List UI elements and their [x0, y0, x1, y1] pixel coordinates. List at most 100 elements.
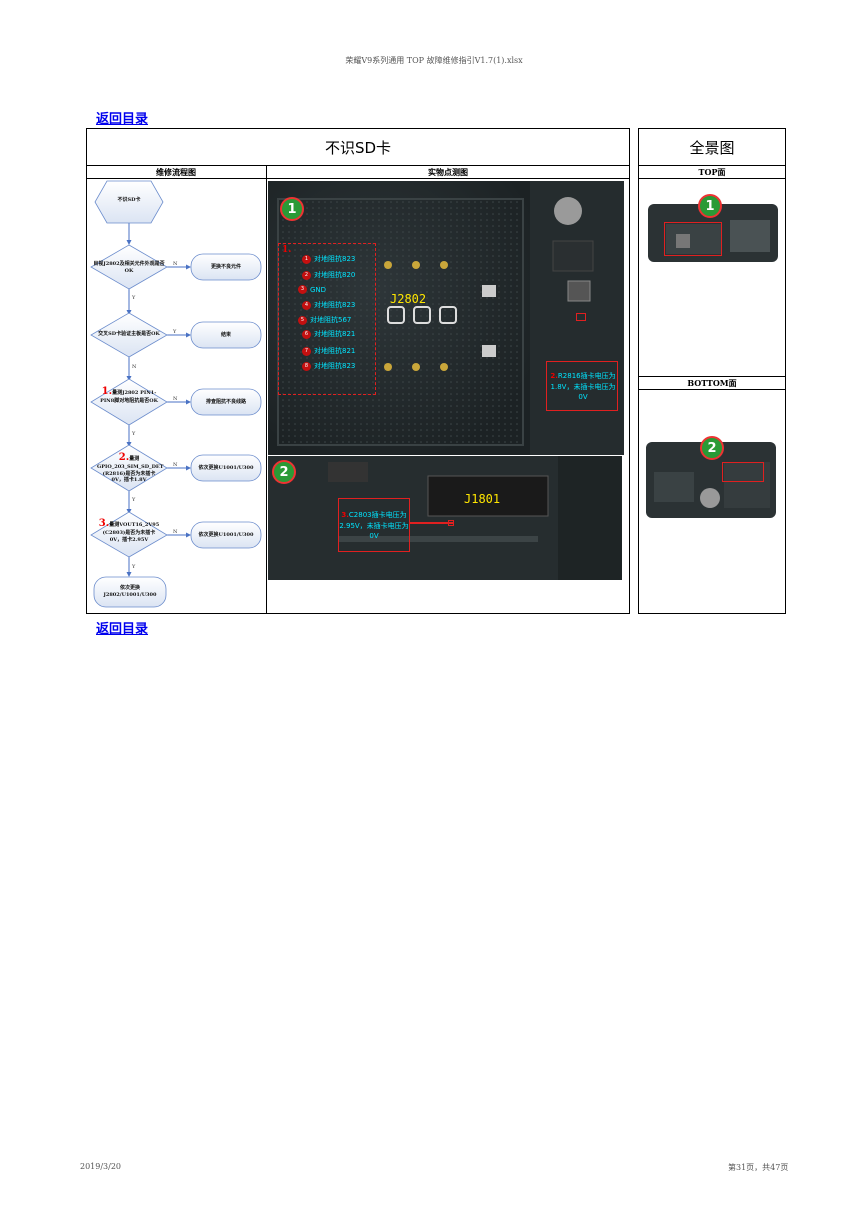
board-texture: [328, 456, 622, 580]
flow-result-check-lines: 排查阻抗不良线路: [205, 399, 246, 405]
pin-value: 对地阻抗820: [314, 271, 356, 279]
flow-step-measure-impedance: 1.量测J2802 PIN1-PIN8脚对地阻抗是否OK: [97, 385, 161, 405]
yes-label: Y: [173, 329, 177, 335]
pin-number: 5: [298, 315, 307, 325]
footer-page-number: 第31页，共47页: [728, 1163, 789, 1172]
divider: [638, 389, 786, 390]
flow-step-cross-check: 交叉SD卡验证主板是否OK: [98, 331, 160, 337]
r2816-note: 2.R2816插卡电压为1.8V，未插卡电压为0V: [548, 371, 618, 403]
step-number: 3.: [98, 518, 110, 529]
divider: [638, 376, 786, 377]
connector-label-j2802: J2802: [390, 292, 427, 306]
pin-highlight-box: [278, 243, 376, 395]
note-number: 3.: [341, 511, 349, 519]
step-text: 量测GPIO_203_SIM_SD_DET (R2816)是否为未插卡0V，插卡…: [97, 456, 164, 483]
top-highlight-box: [664, 222, 722, 256]
c2803-note: 3.C2803插卡电压为2.95V，未插卡电压为0V: [338, 510, 410, 542]
flow-result-replace-part: 更换不良元件: [210, 264, 241, 270]
step-text: 量测J2802 PIN1-PIN8脚对地阻抗是否OK: [100, 390, 158, 404]
flow-column-header: 维修流程图: [156, 167, 196, 177]
no-label: N: [173, 529, 178, 535]
pin-number: 4: [302, 300, 311, 310]
r2816-marker: [576, 313, 586, 321]
c2803-note-box: [338, 498, 410, 552]
bottom-side-board-image: 2: [644, 432, 780, 522]
no-label: N: [132, 364, 137, 370]
yes-label: Y: [132, 295, 136, 301]
divider: [86, 165, 630, 166]
pin-number: 8: [302, 361, 311, 371]
divider: [266, 165, 267, 614]
pin-value: 对地阻抗821: [314, 347, 356, 355]
note-text: R2816插卡电压为1.8V，未插卡电压为0V: [550, 372, 616, 401]
photo-column-header: 实物点测图: [428, 167, 468, 177]
c2803-marker: [448, 520, 454, 526]
pin-number: 1: [302, 254, 311, 264]
flow-start: 不识SD卡: [117, 197, 141, 203]
flow-step-measure-vout: 3.量测VOUT16_2V95 (C2803)是否为未插卡0V，插卡2.95V: [97, 517, 161, 543]
board-outline: [646, 442, 776, 518]
board-texture: [277, 181, 624, 455]
footer-date: 2019/3/20: [80, 1162, 122, 1171]
pin-value: 对地阻抗821: [314, 330, 356, 338]
step-number: 2.: [118, 452, 130, 463]
pin-value: 对地阻抗823: [314, 301, 356, 309]
flow-step-measure-det: 2.量测GPIO_203_SIM_SD_DET (R2816)是否为未插卡0V，…: [97, 451, 164, 484]
pin-value: 对地阻抗567: [310, 316, 352, 324]
main-table: [86, 128, 630, 614]
bottom-highlight-box: [722, 462, 764, 482]
no-label: N: [173, 261, 178, 267]
step-number: 1.: [101, 386, 113, 397]
pin-value: GND: [310, 285, 327, 294]
top-side-header: TOP面: [698, 167, 726, 177]
location-badge: 2: [272, 460, 296, 484]
group-number: 1.: [282, 245, 292, 255]
panorama-title: 全景图: [689, 139, 735, 157]
note-number: 2.: [550, 372, 558, 380]
location-badge: 1: [280, 197, 304, 221]
pin-number: 2: [302, 270, 311, 280]
location-badge: 1: [698, 194, 722, 218]
back-to-contents-link[interactable]: 返回目录: [96, 112, 149, 127]
flow-result-replace-u1001-u300-2: 依次更换U1001/U300: [198, 532, 254, 538]
flowchart-shapes: [90, 180, 262, 608]
flow-result-replace-u1001-u300: 依次更换U1001/U300: [198, 465, 254, 471]
panorama-table: [638, 128, 786, 614]
no-label: N: [173, 462, 178, 468]
pin-value: 对地阻抗823: [314, 255, 356, 263]
r2816-note-box: [546, 361, 618, 411]
divider: [638, 165, 786, 166]
pin-number: 6: [302, 329, 311, 339]
repair-flowchart: 不识SD卡 目视J2802及相关元件外观是否OK 更换不良元件 交叉SD卡验证主…: [87, 179, 267, 613]
yes-label: Y: [132, 431, 136, 437]
back-to-contents-link-bottom[interactable]: 返回目录: [96, 622, 149, 637]
connector-label-j1801: J1801: [464, 492, 501, 506]
main-title: 不识SD卡: [324, 139, 392, 157]
board-outline: [648, 204, 778, 262]
divider: [638, 178, 786, 179]
step-text: 量测VOUT16_2V95 (C2803)是否为未插卡0V，插卡2.95V: [102, 522, 160, 543]
pin-number: 3: [298, 285, 307, 294]
pin-number: 7: [302, 346, 311, 356]
flow-step-visual-check: 目视J2802及相关元件外观是否OK: [93, 261, 165, 274]
note-text: C2803插卡电压为2.95V，未插卡电压为0V: [339, 511, 409, 540]
top-side-board-image: 1: [646, 194, 780, 270]
flow-result-end: 结束: [220, 332, 231, 338]
yes-label: Y: [132, 564, 136, 570]
page-header: 荣耀V9系列通用 TOP 故障维修指引V1.7(1).xlsx: [345, 56, 523, 65]
divider: [86, 178, 630, 179]
pin-value: 对地阻抗823: [314, 362, 356, 370]
no-label: N: [173, 396, 178, 402]
yes-label: Y: [132, 497, 136, 503]
flow-end: 依次更换J2802/U1001/U300: [103, 585, 157, 598]
location-badge: 2: [700, 436, 724, 460]
